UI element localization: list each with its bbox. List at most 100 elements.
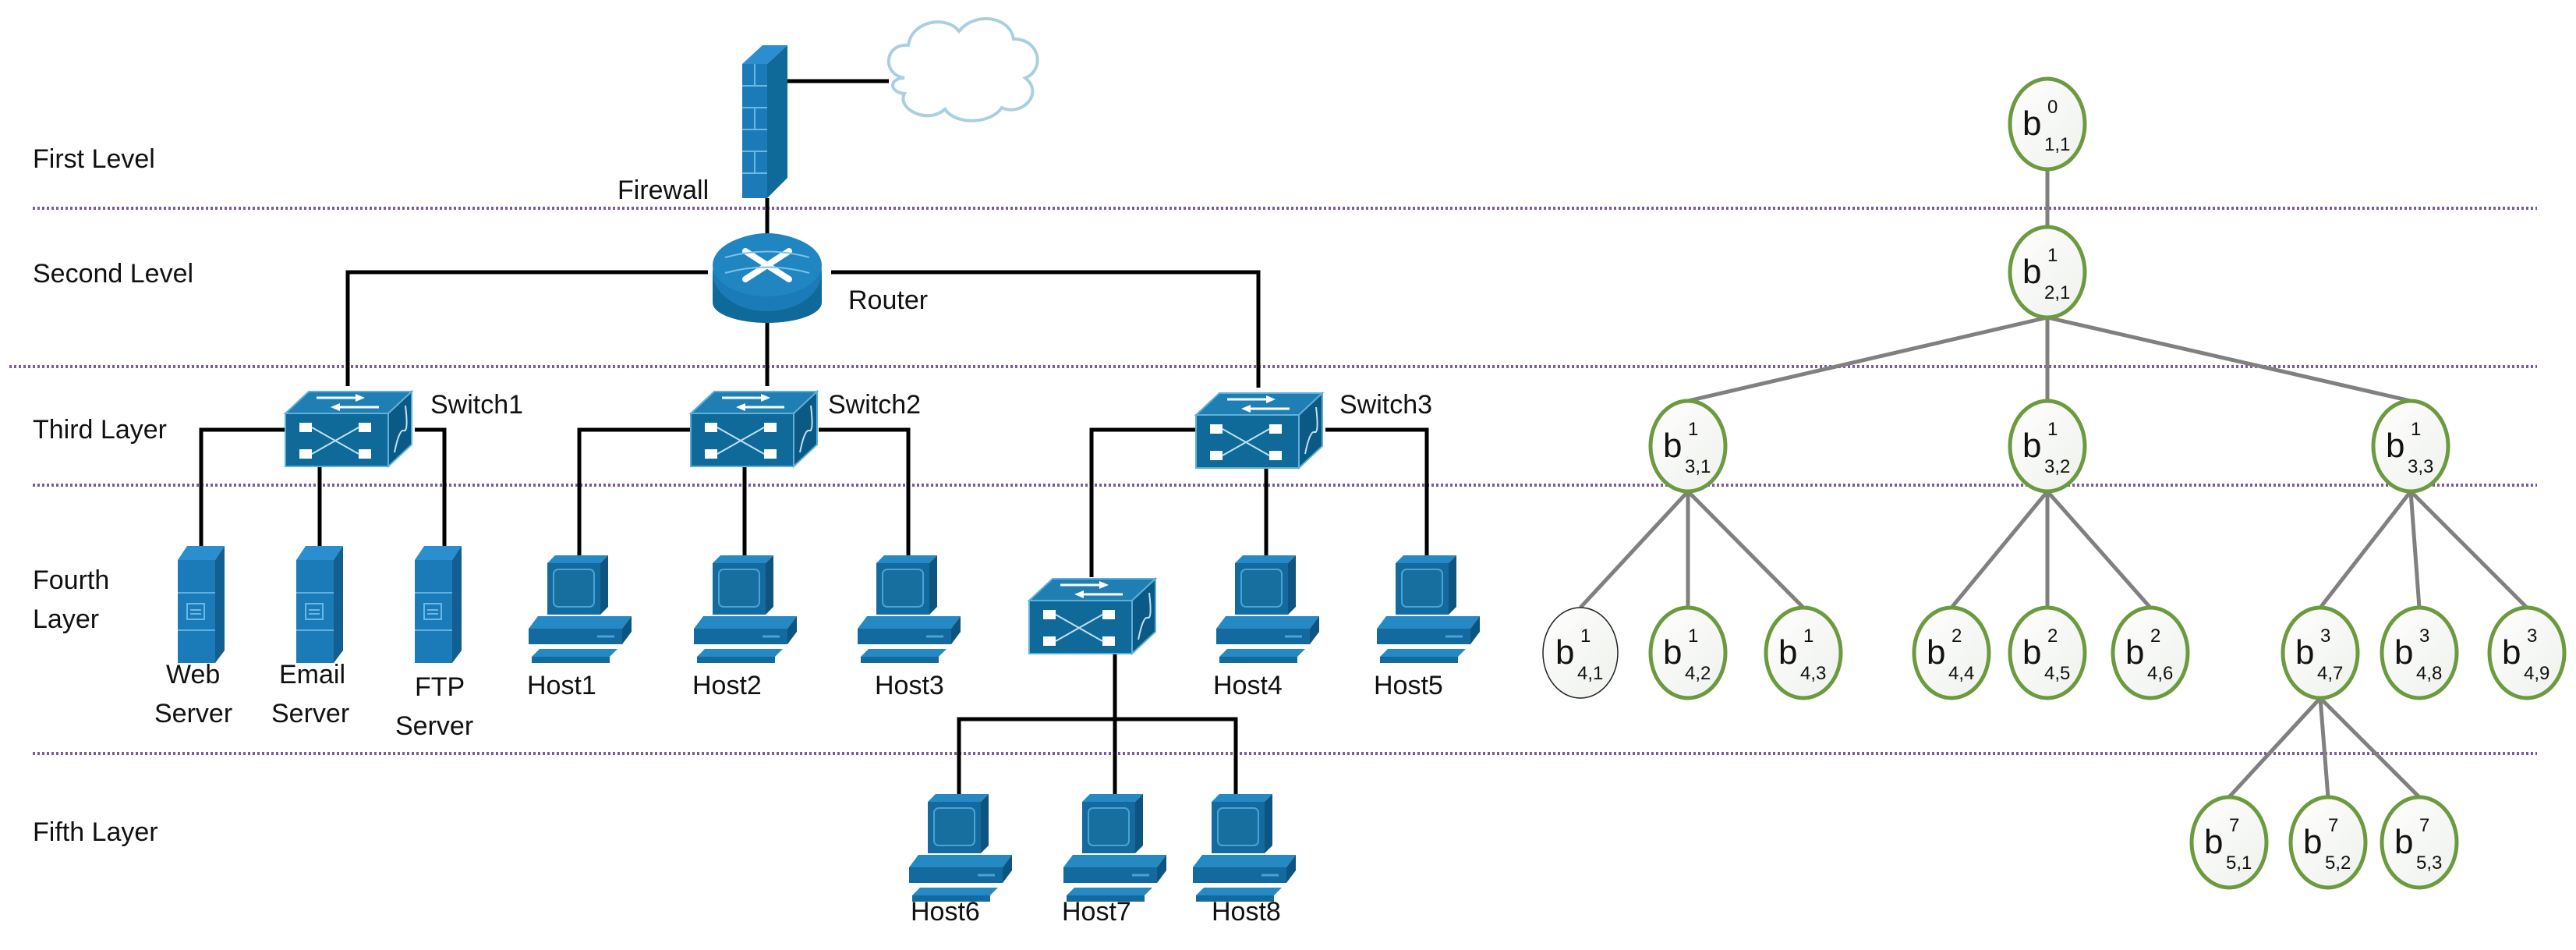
ftp-server-label-line2: Server [395,711,473,741]
internet-cloud-icon [886,17,1039,122]
tree-edge-c2-d6 [2046,490,2152,609]
tree-node-superscript: 1 [2047,245,2058,266]
tree-edge-d7-e1 [2227,697,2322,799]
tree-node-subscript: 5,1 [2226,853,2252,874]
tree-node-superscript: 0 [2047,97,2058,118]
tree-node-circle [1542,607,1619,699]
tree-node-base: b [1927,633,1945,672]
tree-node-base: b [1663,633,1682,672]
host1-icon [527,554,633,665]
link-router-switch3 [831,270,1261,388]
tree-node-subscript: 3,2 [2044,456,2070,477]
switch1-icon [284,390,413,468]
level-label-second: Second Level [33,259,193,289]
host3-label: Host3 [875,671,944,700]
link-router-switch1 [345,270,708,386]
tree-node-base: b [2022,105,2041,143]
tree-edge-c1-d1 [1579,490,1690,609]
tree-node-superscript: 3 [2320,626,2330,647]
host5-icon [1375,554,1481,665]
tree-node-superscript: 1 [2047,419,2058,440]
tree-node-circle [2008,76,2087,172]
tree-node-circle [1912,605,1991,700]
host8-label: Host8 [1212,897,1281,927]
host4-icon [1215,554,1321,665]
level-label-third: Third Layer [33,415,167,445]
level-dividers [9,207,2537,755]
level-label-fifth: Fifth Layer [33,817,158,847]
tree-node-subscript: 4,6 [2147,663,2173,684]
tree-node-base: b [2502,633,2521,672]
tree-node-superscript: 3 [2419,626,2429,647]
host7-label: Host7 [1062,897,1131,927]
host8-icon [1191,792,1297,903]
tree-node-superscript: 7 [2229,815,2239,836]
tree-node-circle [1648,399,1728,494]
tree-node-base: b [2022,633,2041,672]
host2-label: Host2 [692,671,762,700]
tree-node-subscript: 3,3 [2408,456,2433,477]
tree-node-subscript: 4,7 [2317,663,2343,684]
tree-node-superscript: 1 [1688,419,1698,440]
tree-node-base: b [2022,253,2041,291]
tree-node-superscript: 2 [2047,626,2058,647]
host2-icon [692,554,798,665]
tree-node-circle [2380,605,2459,700]
tree-node-circle [2281,605,2360,700]
tree-edge-c3-d9 [2409,490,2528,609]
tree-edge-c3-d8 [2408,491,2422,608]
tree-node-circle [2008,399,2087,494]
tree-edge-c3-d7 [2319,490,2412,609]
router-icon [713,233,822,323]
tree-node-base: b [2394,633,2413,672]
host3-icon [856,554,962,665]
tree-node-base: b [2303,823,2322,861]
email-server-icon [295,545,344,664]
level-labels: First Level Second Level Third Layer Fou… [33,144,193,847]
ftp-server-icon [414,545,462,664]
subswitch-icon [1028,577,1157,655]
tree-edge-d7-e3 [2319,697,2421,799]
host5-label: Host5 [1374,671,1443,700]
tree-node-circle [2008,605,2087,700]
link-subswitch-host8 [1115,717,1238,794]
switch2-icon [689,390,819,468]
tree-node-subscript: 4,3 [1800,663,1826,684]
level-label-first: First Level [33,144,155,174]
tree-node-subscript: 4,4 [1948,663,1974,684]
tree-node-base: b [1778,633,1797,672]
host7-icon [1062,792,1168,903]
tree-node-superscript: 2 [2150,626,2160,647]
tree-node-circle [2189,795,2269,890]
tree-edge-a-c1 [1687,315,2048,403]
tree-node-superscript: 1 [1580,626,1591,647]
tree-node-subscript: 4,1 [1577,663,1603,684]
tree-edge-a-c3 [2047,315,2411,403]
tree-node-circle [2371,399,2450,494]
switch2-label: Switch2 [828,390,921,420]
tree-node-base: b [2295,633,2314,672]
web-server-icon [177,545,225,664]
tree-node-subscript: 4,8 [2416,663,2442,684]
email-server-label-line2: Server [271,699,349,728]
tree-node-superscript: 1 [1688,626,1698,647]
link-switch3-subswitch [1089,427,1197,577]
link-switch1-webserver [199,427,285,546]
network-links [199,79,1429,794]
tree-node-subscript: 4,5 [2044,663,2070,684]
tree-node-base: b [2204,823,2223,861]
web-server-label-line1: Web [166,660,220,689]
